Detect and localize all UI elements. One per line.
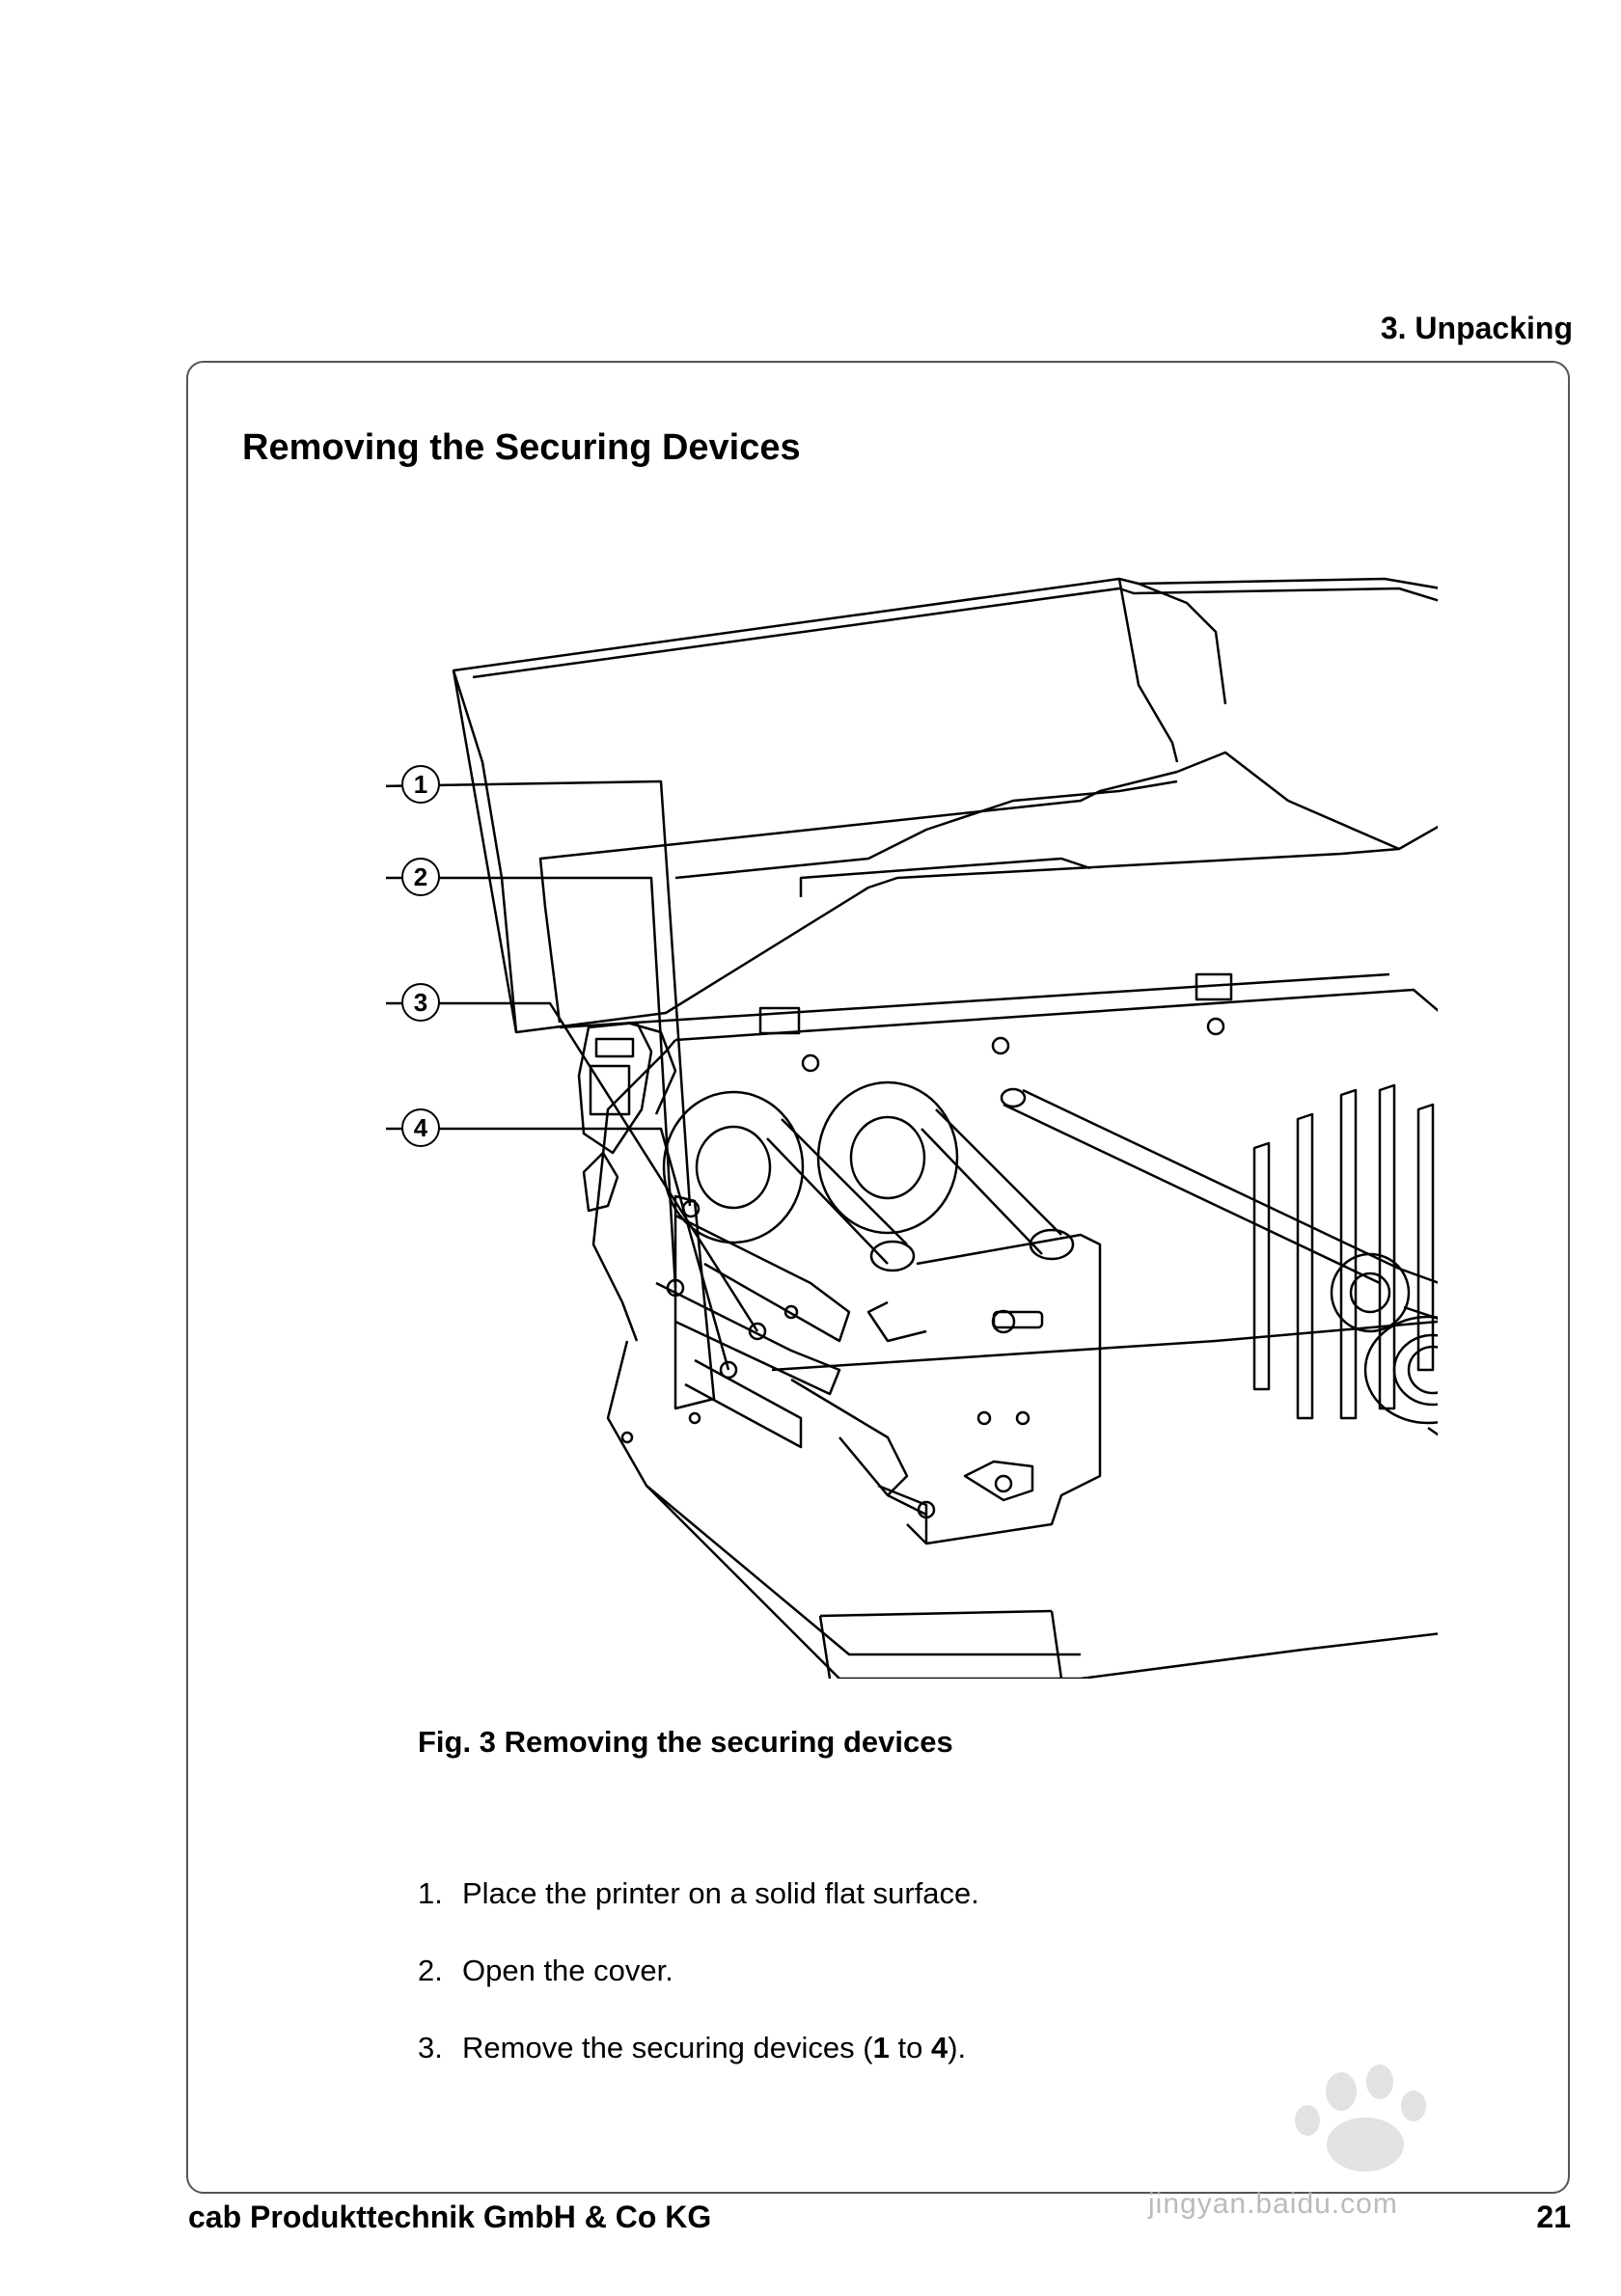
ribbon-rewind-hub bbox=[816, 1080, 959, 1235]
rib-slots bbox=[1252, 1083, 1435, 1420]
printhead-middle bbox=[655, 1281, 841, 1396]
step-number: 1. bbox=[418, 1876, 443, 1910]
step-text: Place the printer on a solid flat surfac… bbox=[462, 1876, 979, 1911]
baidu-watermark-logo bbox=[1295, 2064, 1426, 2172]
base-plate bbox=[606, 1340, 1438, 1679]
step-bold-ref: 1 bbox=[872, 2031, 890, 2064]
step-text-part: ). bbox=[948, 2031, 967, 2064]
step-text: Open the cover. bbox=[462, 1954, 673, 1988]
roll-holder bbox=[1363, 1315, 1438, 1425]
list-item: 1. Place the printer on a solid flat sur… bbox=[418, 1876, 979, 1911]
callout-1-label: 1 bbox=[413, 769, 428, 799]
list-item: 3. Remove the securing devices (1 to 4). bbox=[418, 2031, 979, 2065]
instruction-list: 1. Place the printer on a solid flat sur… bbox=[418, 1876, 979, 2108]
printhead-lower bbox=[684, 1358, 803, 1449]
control-panel bbox=[577, 1021, 653, 1155]
figure-caption: Fig. 3 Removing the securing devices bbox=[418, 1725, 953, 1759]
step-text-part: Open the cover. bbox=[462, 1954, 673, 1987]
printer-illustration bbox=[386, 577, 1438, 1679]
callout-2: 2 bbox=[401, 858, 440, 896]
printer-figure bbox=[386, 569, 1438, 1679]
watermark-url: jingyan.baidu.com bbox=[1148, 2188, 1398, 2220]
step-number: 2. bbox=[418, 1954, 443, 1987]
step-text-part: Remove the securing devices ( bbox=[462, 2031, 873, 2064]
section-header: 3. Unpacking bbox=[1380, 311, 1573, 345]
step-bold-ref: 4 bbox=[930, 2031, 948, 2064]
front-plate bbox=[906, 1233, 1102, 1545]
list-item: 2. Open the cover. bbox=[418, 1954, 979, 1988]
step-number: 3. bbox=[418, 2031, 443, 2064]
step-text: Remove the securing devices (1 to 4). bbox=[462, 2031, 966, 2065]
callout-1: 1 bbox=[401, 765, 440, 804]
callout-3-label: 3 bbox=[413, 987, 428, 1017]
callout-3: 3 bbox=[401, 983, 440, 1022]
guide-rod bbox=[1003, 1088, 1400, 1285]
housing-plate bbox=[674, 988, 1438, 1372]
securing-device-3 bbox=[748, 1322, 767, 1341]
callout-2-label: 2 bbox=[413, 861, 428, 891]
page-number: 21 bbox=[1536, 2200, 1571, 2234]
cover-outline bbox=[452, 577, 1438, 1034]
callout-4-label: 4 bbox=[413, 1112, 428, 1142]
securing-device-4 bbox=[719, 1360, 738, 1380]
hinge-right bbox=[1195, 972, 1233, 1001]
content-frame bbox=[186, 361, 1570, 2194]
step-text-part: Place the printer on a solid flat surfac… bbox=[462, 1876, 979, 1910]
page-title: Removing the Securing Devices bbox=[242, 427, 801, 468]
printhead-upper bbox=[674, 1214, 851, 1343]
step-text-part: to bbox=[889, 2031, 931, 2064]
footer-company: cab Produkttechnik GmbH & Co KG bbox=[188, 2200, 712, 2234]
callout-4: 4 bbox=[401, 1108, 440, 1147]
ribbon-supply-hub bbox=[662, 1090, 805, 1244]
